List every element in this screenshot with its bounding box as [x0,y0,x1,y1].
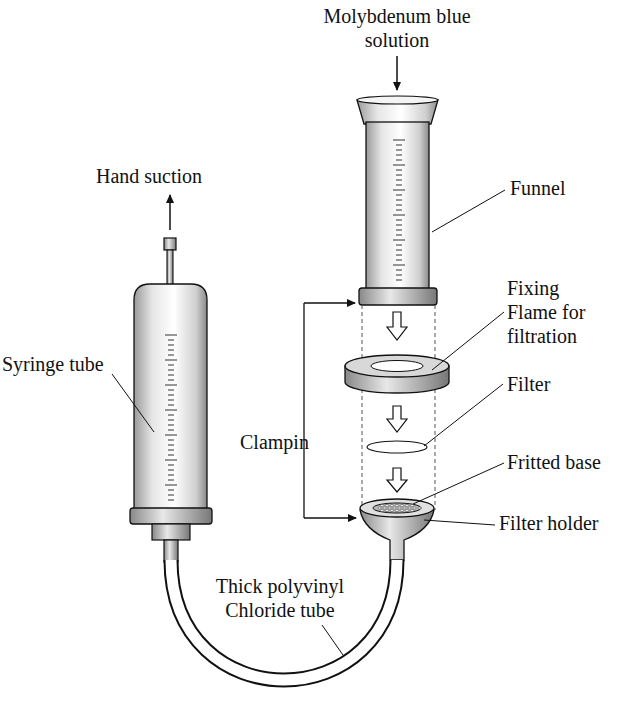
pvc-tube [171,560,397,680]
part-label: Funnel [510,176,566,200]
inlet-arrow [396,56,398,90]
inlet-label: Molybdenum blue solution [305,4,489,52]
part-label: Filter holder [499,511,598,535]
suction-arrow [169,195,171,230]
assembly-arrows [387,312,407,492]
fixing-frame [345,355,449,393]
part-label: Thick polyvinyl Chloride tube [200,574,360,622]
part-label: Filter [507,372,550,396]
funnel [357,96,438,305]
part-label: Clampin [240,430,309,454]
part-label: Syringe tube [2,352,104,376]
guide-line [435,305,436,510]
syringe-tube [130,238,212,562]
leader-line [112,190,505,655]
part-label: Fritted base [507,450,601,474]
filter-disc [367,441,427,453]
guide-line [362,305,363,510]
clamp-bracket [304,303,356,518]
part-label: Hand suction [96,164,202,188]
part-label: Fixing Flame for filtration [507,276,607,348]
filter-holder [360,499,434,560]
